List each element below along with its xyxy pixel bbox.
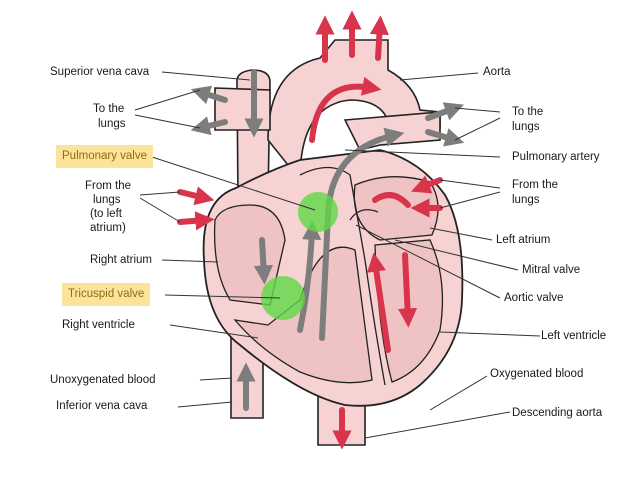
label-to-lungs-left-2: lungs [98,118,126,130]
label-from-lungs-left-3: (to left [90,208,122,220]
label-tricuspid-valve: Tricuspid valve [62,283,151,306]
pulmonary-valve-marker [298,192,338,232]
red-arrow-icon [177,211,215,231]
tricuspid-valve-marker [261,276,305,320]
red-arrow-icon [411,175,443,194]
label-inferior-vena-cava: Inferior vena cava [56,400,148,412]
valve-markers [261,192,338,320]
label-aorta: Aorta [483,66,511,78]
gray-arrow-icon [425,128,465,147]
red-arrow-icon [366,252,391,353]
label-aortic-valve: Aortic valve [504,292,564,304]
label-left-atrium: Left atrium [496,234,551,246]
label-left-ventricle: Left ventricle [541,330,607,342]
label-unoxygenated-blood: Unoxygenated blood [50,374,156,386]
label-to-lungs-right-1: To the [512,106,544,118]
septum [299,166,386,386]
label-superior-vena-cava: Superior vena cava [50,66,150,78]
label-from-lungs-left-2: lungs [93,194,121,206]
label-from-lungs-right-2: lungs [512,194,540,206]
gray-arrow-icon [190,85,228,105]
label-right-atrium: Right atrium [90,254,152,266]
label-right-ventricle: Right ventricle [62,319,135,331]
gray-arrow-icon [190,116,228,136]
oxygenated-flow-arrows [177,10,443,450]
label-to-lungs-right-2: lungs [512,121,540,133]
label-from-lungs-left-1: From the [85,180,132,192]
label-pulmonary-valve: Pulmonary valve [56,145,154,168]
leader-lines [134,71,541,439]
red-arrow-icon [177,186,215,206]
label-pulmonary-artery: Pulmonary artery [512,151,600,163]
label-from-lungs-left-4: atrium) [90,222,126,234]
label-oxygenated-blood: Oxygenated blood [490,368,584,380]
red-arrow-icon [369,15,390,61]
label-mitral-valve: Mitral valve [522,264,581,276]
gray-arrow-icon [253,237,274,285]
gray-arrow-icon [425,102,465,121]
label-to-lungs-left-1: To the [93,103,125,115]
red-arrow-icon [309,76,382,143]
red-arrow-icon [372,192,411,208]
red-arrow-icon [397,252,418,328]
label-descending-aorta: Descending aorta [512,407,603,419]
gray-arrow-icon [297,220,322,333]
label-from-lungs-right-1: From the [512,179,559,191]
